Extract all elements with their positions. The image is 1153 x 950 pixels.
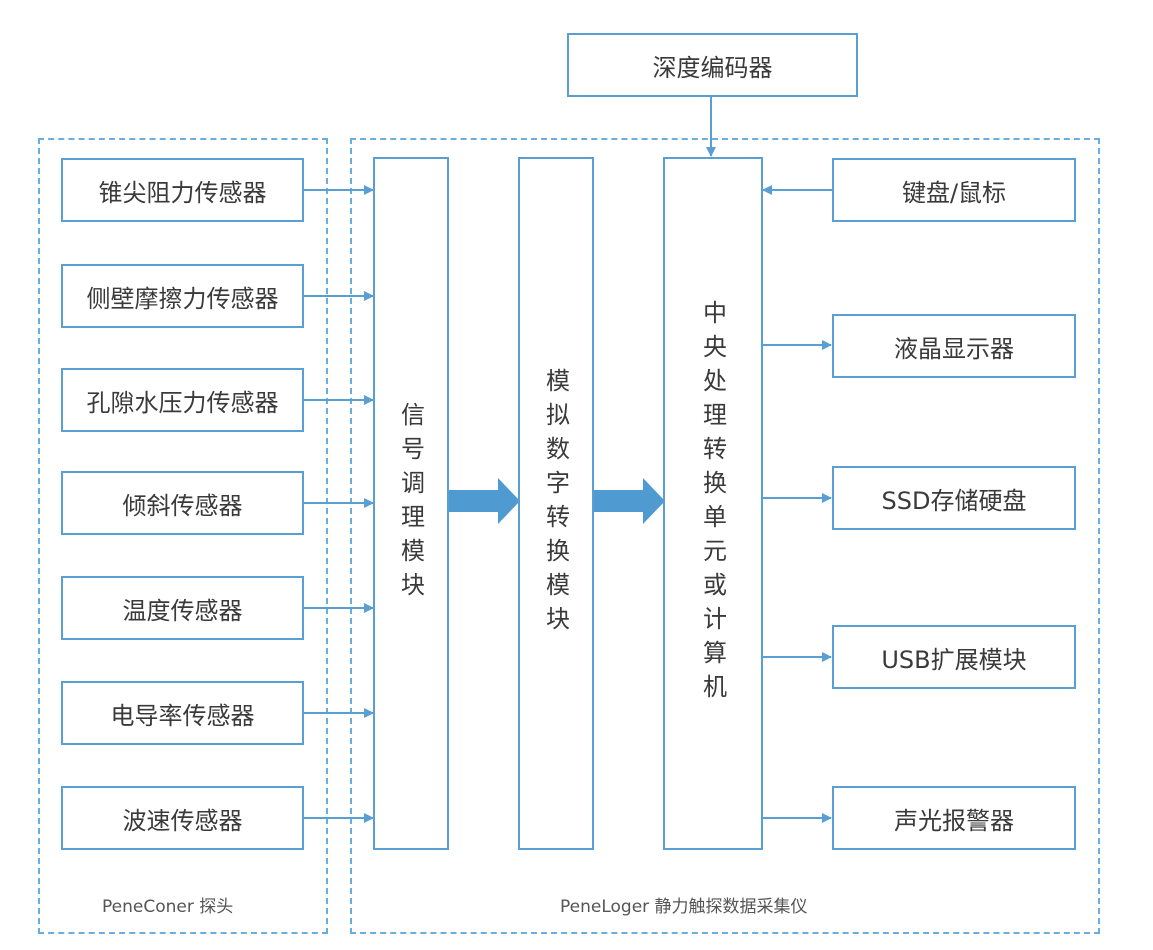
cone-resistance-sensor-box: 锥尖阻力传感器 [61, 158, 304, 222]
usb-expansion-box: USB扩展模块 [832, 625, 1076, 689]
logger-group-label: PeneLoger 静力触探数据采集仪 [560, 897, 808, 917]
logger-group-frame [350, 138, 1100, 934]
cpu-module: 中央处理转换单元或计算机 [663, 157, 763, 850]
lcd-display-box: 液晶显示器 [832, 314, 1076, 378]
probe-group-frame [38, 138, 328, 934]
ssd-storage-box: SSD存储硬盘 [832, 466, 1076, 530]
depth-encoder-box: 深度编码器 [567, 33, 858, 97]
probe-group-label: PeneConer 探头 [102, 897, 234, 917]
block-arrow-signal-adc [448, 478, 520, 524]
adc-module: 模拟数字转换模块 [518, 157, 594, 850]
signal-conditioning-module: 信号调理模块 [373, 157, 449, 850]
block-arrow-adc-cpu [594, 478, 665, 524]
keyboard-mouse-box: 键盘/鼠标 [832, 158, 1076, 222]
wave-velocity-sensor-box: 波速传感器 [61, 786, 304, 850]
tilt-sensor-box: 倾斜传感器 [61, 471, 304, 535]
temperature-sensor-box: 温度传感器 [61, 576, 304, 640]
sleeve-friction-sensor-box: 侧壁摩擦力传感器 [61, 264, 304, 328]
conductivity-sensor-box: 电导率传感器 [61, 681, 304, 745]
cpu-module-label: 中央处理转换单元或计算机 [698, 299, 727, 708]
alarm-box: 声光报警器 [832, 786, 1076, 850]
pore-pressure-sensor-box: 孔隙水压力传感器 [61, 368, 304, 432]
adc-module-label: 模拟数字转换模块 [541, 367, 570, 640]
signal-conditioning-label: 信号调理模块 [396, 401, 425, 606]
